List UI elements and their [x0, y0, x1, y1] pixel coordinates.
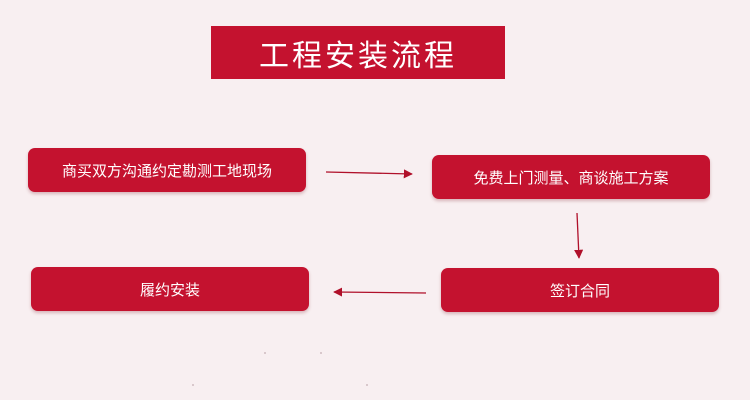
decorative-dot — [366, 384, 368, 386]
step-1-site-survey-agreement: 商买双方沟通约定勘测工地现场 — [28, 148, 306, 192]
page-title-text: 工程安装流程 — [259, 38, 457, 74]
step-2-measurement-plan: 免费上门测量、商谈施工方案 — [432, 155, 710, 199]
step-3-label: 签订合同 — [549, 281, 610, 300]
decorative-dot — [192, 384, 194, 386]
page-title: 工程安装流程 — [211, 26, 505, 79]
step-3-sign-contract: 签订合同 — [441, 268, 719, 312]
step-1-label: 商买双方沟通约定勘测工地现场 — [61, 161, 272, 180]
arrow-step1-to-step2 — [325, 169, 413, 179]
step-4-label: 履约安装 — [139, 280, 200, 299]
decorative-dot — [264, 352, 266, 354]
arrow-step3-to-step4 — [333, 287, 427, 297]
step-4-installation: 履约安装 — [31, 267, 309, 311]
decorative-dot — [320, 352, 322, 354]
step-2-label: 免费上门测量、商谈施工方案 — [473, 168, 669, 187]
arrow-step2-to-step3 — [574, 212, 584, 259]
